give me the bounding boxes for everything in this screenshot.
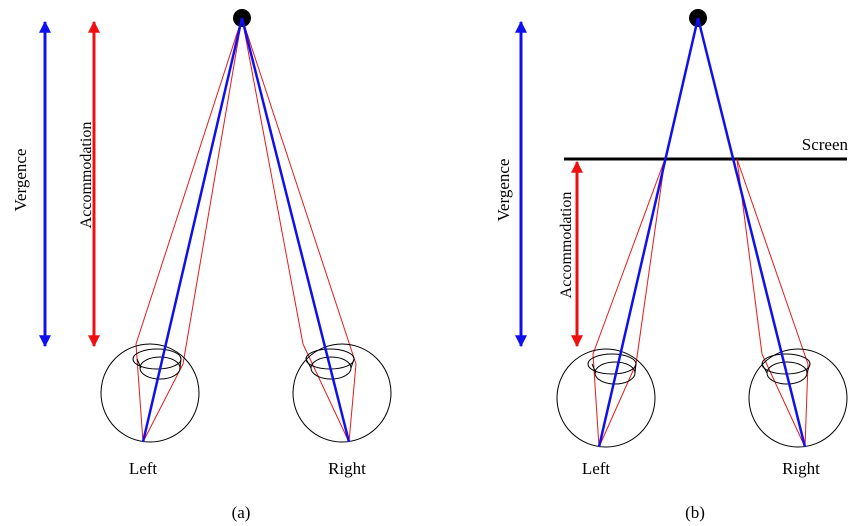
red-rays-left-b xyxy=(592,158,666,448)
caption-a: (a) xyxy=(232,503,251,522)
left-eye-a xyxy=(100,343,200,443)
accommodation-label-b: Accommodation xyxy=(558,192,575,299)
right-eye-b xyxy=(748,348,848,448)
left-eye-b xyxy=(556,348,656,448)
vergence-label-b: Vergence xyxy=(494,159,513,222)
vergence-label-a: Vergence xyxy=(11,149,30,212)
red-rays-right-b xyxy=(736,158,809,448)
screen-label: Screen xyxy=(802,135,849,154)
left-eye-label-a: Left xyxy=(129,459,158,478)
right-eye-label-b: Right xyxy=(782,459,820,478)
caption-b: (b) xyxy=(685,503,705,522)
left-eye-label-b: Left xyxy=(582,459,611,478)
panel-a: Vergence Accommodation xyxy=(11,9,392,522)
right-eye-label-a: Right xyxy=(328,459,366,478)
panel-b: Vergence Screen Accommodation xyxy=(494,9,848,522)
red-rays-right-a xyxy=(241,17,357,443)
accommodation-label-a: Accommodation xyxy=(78,122,95,229)
blue-lines-of-sight-b xyxy=(597,17,807,448)
blue-lines-of-sight-a xyxy=(141,17,351,443)
